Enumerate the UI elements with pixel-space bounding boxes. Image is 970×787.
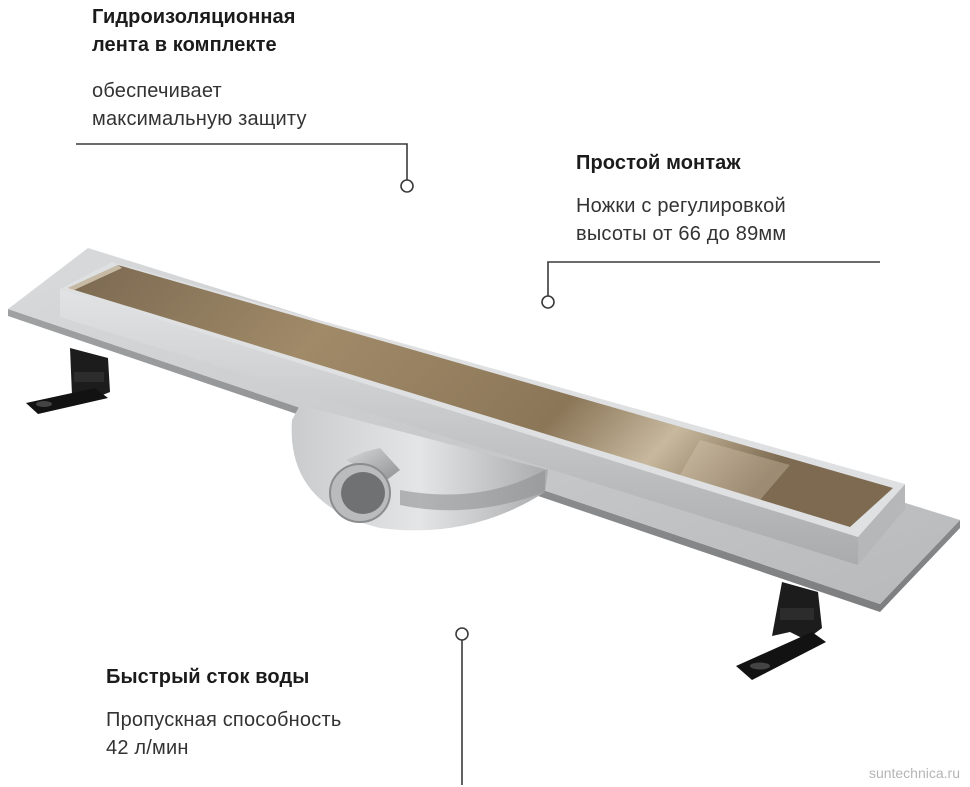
callout-waterproof: Гидроизоляционная лента в комплекте обес… — [92, 3, 422, 133]
left-leg — [26, 348, 110, 414]
callout-waterproof-title-line1: Гидроизоляционная — [92, 6, 296, 28]
channel-end — [858, 484, 905, 565]
callout-flow-desc-line2: 42 л/мин — [106, 737, 189, 759]
watermark: suntechnica.ru — [868, 765, 960, 781]
callout-mount-desc-line1: Ножки с регулировкой — [576, 195, 786, 217]
callout-mount-desc-line2: высоты от 66 до 89мм — [576, 223, 787, 245]
leader-flow — [455, 627, 469, 785]
grate-highlight — [68, 265, 122, 291]
leader-waterproof — [76, 143, 414, 193]
callout-waterproof-desc-line1: обеспечивает — [92, 80, 222, 102]
leader-mount — [541, 261, 880, 309]
callout-flow-desc-line1: Пропускная способность — [106, 709, 342, 731]
callout-waterproof-title-line2: лента в комплекте — [92, 34, 277, 56]
callout-waterproof-desc: обеспечивает максимальную защиту — [92, 77, 422, 133]
callout-waterproof-desc-line2: максимальную защиту — [92, 108, 307, 130]
callout-waterproof-title: Гидроизоляционная лента в комплекте — [92, 3, 422, 59]
outlet-pipe-inner — [341, 472, 385, 514]
callout-mount: Простой монтаж Ножки с регулировкой высо… — [576, 149, 906, 248]
callout-flow-title: Быстрый сток воды — [106, 666, 310, 688]
callout-flow-desc: Пропускная способность 42 л/мин — [106, 706, 466, 762]
channel-side — [60, 289, 858, 565]
callout-flow: Быстрый сток воды Пропускная способность… — [106, 663, 466, 762]
drain-bowl-shadow — [400, 470, 545, 511]
callout-mount-title: Простой монтаж — [576, 152, 741, 174]
right-leg — [736, 582, 826, 680]
callout-mount-desc: Ножки с регулировкой высоты от 66 до 89м… — [576, 192, 906, 248]
grate-reflection — [680, 440, 790, 500]
outlet-pipe-body — [346, 448, 400, 482]
grate-cover — [68, 265, 893, 527]
